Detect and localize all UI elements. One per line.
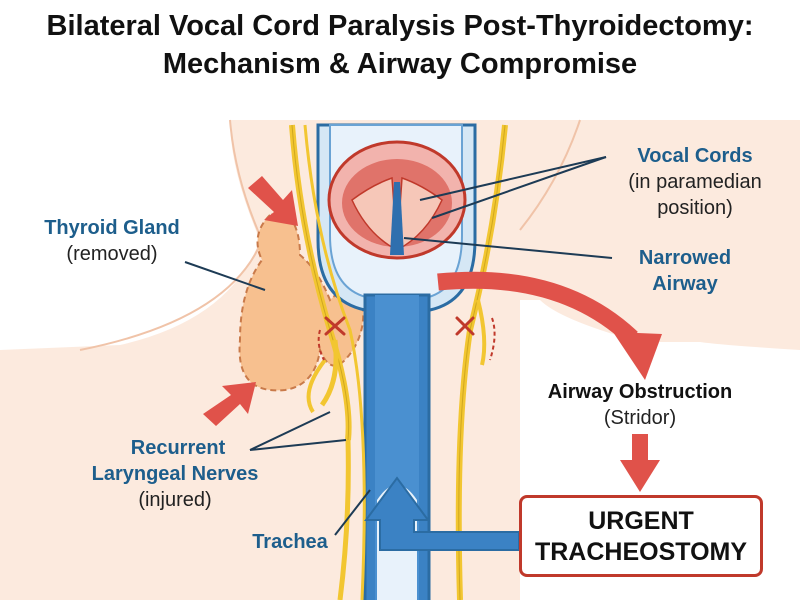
nerve-left-outer bbox=[303, 124, 366, 600]
nerve-left-branch2 bbox=[306, 358, 327, 414]
injury-x-left-icon bbox=[324, 316, 346, 336]
curved-arrow-shaft bbox=[437, 271, 638, 345]
label-airway-obstruction: Airway Obstruction bbox=[547, 381, 733, 403]
label-stridor: (Stridor) bbox=[603, 407, 677, 429]
label-nerves-sub: (injured) bbox=[138, 489, 212, 511]
down-arrow-shaft bbox=[632, 434, 648, 462]
narrow-airway-slit bbox=[390, 182, 404, 255]
injury-x-right-icon bbox=[455, 316, 475, 336]
neck-contour-left bbox=[79, 119, 264, 351]
urgent-line-2: TRACHEOSTOMY bbox=[534, 538, 748, 566]
title-line-2: Mechanism & Airway Compromise bbox=[162, 48, 638, 80]
red-arrow-lower-icon bbox=[203, 382, 256, 426]
neck-contour-right bbox=[519, 119, 581, 231]
label-vocal-sub-2: position) bbox=[657, 197, 733, 219]
urgent-tracheostomy-box: URGENT TRACHEOSTOMY bbox=[519, 495, 763, 577]
down-arrow-head-icon bbox=[620, 460, 660, 492]
label-thyroid-sub: (removed) bbox=[66, 243, 158, 265]
label-vocal-sub-1: (in paramedian bbox=[628, 171, 762, 193]
label-nerves-line2: Laryngeal Nerves bbox=[91, 463, 259, 485]
blue-arrow-body bbox=[364, 476, 520, 551]
leader-lines bbox=[184, 156, 613, 536]
curved-arrow-head-icon bbox=[613, 332, 662, 380]
urgent-line-1: URGENT bbox=[588, 507, 694, 535]
red-arrow-upper-icon bbox=[248, 176, 298, 226]
nerve-left-damaged bbox=[317, 329, 325, 361]
label-thyroid-gland: Thyroid Gland bbox=[44, 217, 180, 239]
label-trachea: Trachea bbox=[252, 531, 328, 553]
title-line-1: Bilateral Vocal Cord Paralysis Post-Thyr… bbox=[46, 10, 754, 42]
label-nerves-line1: Recurrent bbox=[130, 437, 226, 459]
label-vocal-cords: Vocal Cords bbox=[637, 145, 753, 167]
nerve-left-branch bbox=[319, 339, 339, 407]
label-narrowed-2: Airway bbox=[652, 273, 718, 295]
label-narrowed-1: Narrowed bbox=[638, 247, 732, 269]
nerve-right-branch bbox=[476, 299, 487, 366]
nerve-right-damaged bbox=[489, 317, 496, 361]
